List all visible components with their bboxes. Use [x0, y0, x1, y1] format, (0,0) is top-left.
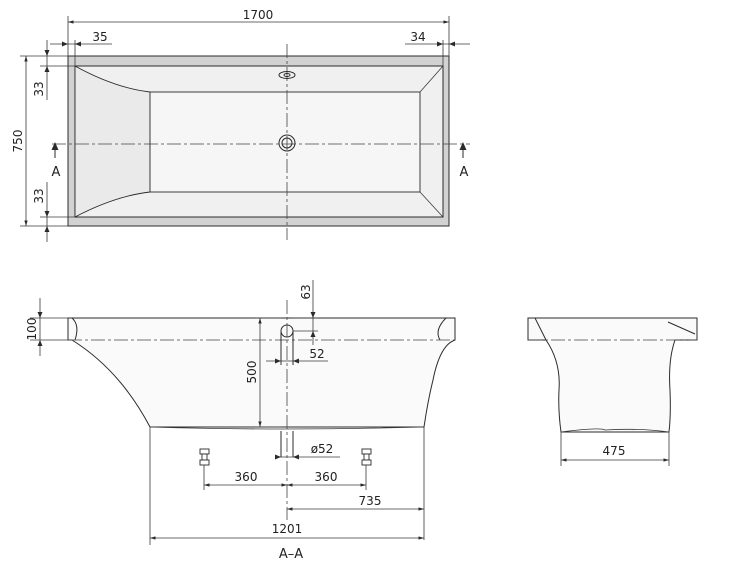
- dim-rim-right: 34: [410, 30, 425, 44]
- dim-foot-right: 360: [315, 470, 338, 484]
- dim-rim-height: 100: [25, 318, 39, 341]
- section-tub-profile: [67, 317, 456, 428]
- top-view: 1700 35 34 750 33 33 A A: [11, 8, 470, 242]
- dim-rim-top: 33: [32, 81, 46, 96]
- drain-symbol: [278, 134, 296, 152]
- dim-overflow-diameter: 52: [309, 347, 324, 361]
- dim-overflow-height: 63: [299, 284, 313, 299]
- foot-left: [199, 448, 210, 466]
- dim-rim-bottom: 33: [32, 188, 46, 203]
- dim-end-base-width: 475: [603, 444, 626, 458]
- section-view: 100 63 52 500 ø52 360 360 735: [25, 280, 456, 562]
- dim-width: 750: [11, 130, 25, 153]
- section-marker-left: A: [52, 165, 61, 180]
- overflow-symbol: [278, 71, 296, 79]
- dim-drain-offset: 735: [359, 494, 382, 508]
- dim-base-length: 1201: [272, 522, 303, 536]
- dim-rim-left: 35: [92, 30, 107, 44]
- dim-drain-diameter: ø52: [311, 442, 334, 456]
- tub-basin-floor: [149, 91, 421, 193]
- section-label: A–A: [279, 547, 303, 562]
- end-tub-profile: [527, 317, 698, 433]
- dim-length: 1700: [243, 8, 274, 22]
- end-view: 475: [527, 317, 698, 466]
- dim-depth: 500: [245, 361, 259, 384]
- foot-right: [361, 448, 372, 466]
- dim-foot-left: 360: [235, 470, 258, 484]
- section-marker-right: A: [460, 165, 469, 180]
